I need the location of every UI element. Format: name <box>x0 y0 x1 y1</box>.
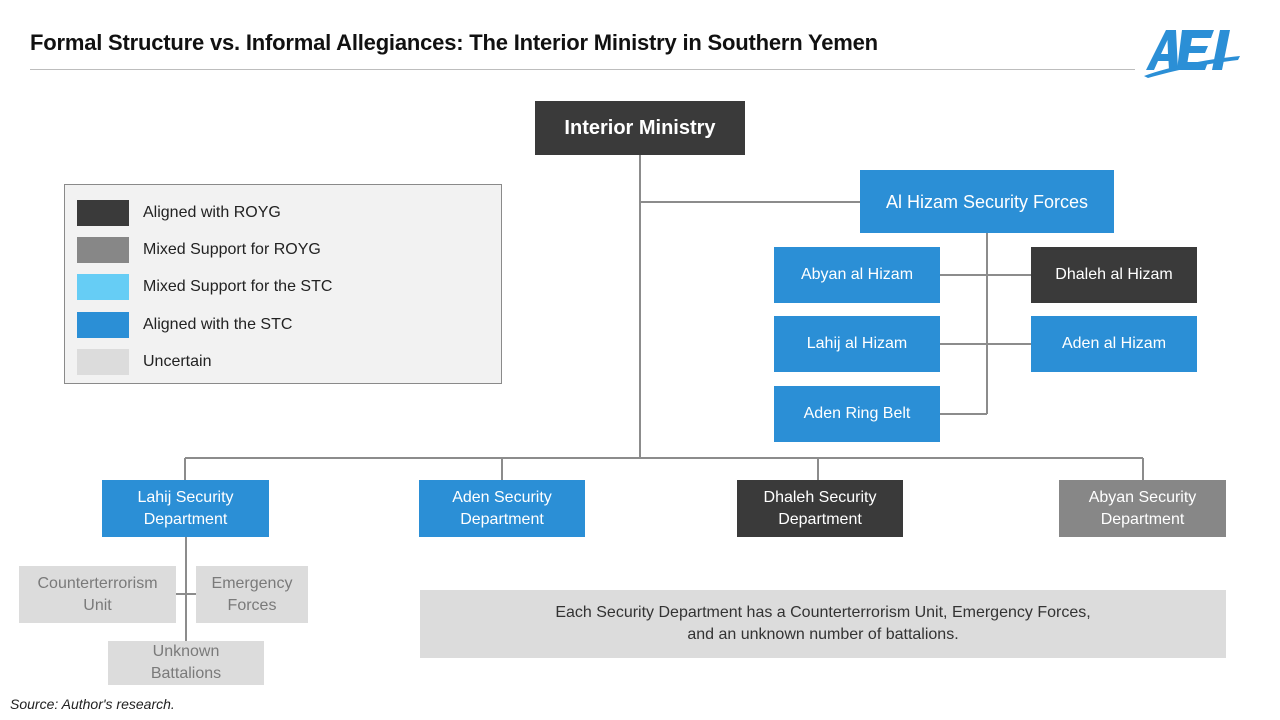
interior-ministry-node: Interior Ministry <box>535 101 745 155</box>
lahij-security-department-node: Lahij Security Department <box>102 480 269 537</box>
legend: Aligned with ROYG Mixed Support for ROYG… <box>64 184 502 384</box>
dhaleh-hizam-node: Dhaleh al Hizam <box>1031 247 1197 303</box>
aden-dept-line-2: Department <box>460 510 544 528</box>
abyan-dept-line-2: Department <box>1100 510 1185 528</box>
al-hizam-node: Al Hizam Security Forces <box>860 170 1114 233</box>
aei-logo <box>1142 26 1246 78</box>
aei-logo-mark <box>1144 30 1240 78</box>
abyan-dept-line-1: Abyan Security <box>1088 488 1197 506</box>
aden-hizam-node: Aden al Hizam <box>1031 316 1197 372</box>
lahij-dept-line-2: Department <box>143 510 228 528</box>
legend-item-mixed-stc: Mixed Support for the STC <box>77 274 332 300</box>
legend-swatch <box>77 237 129 263</box>
legend-label: Aligned with ROYG <box>143 204 281 221</box>
department-note: Each Security Department has a Counterte… <box>420 590 1226 658</box>
counterterrorism-unit-node: Counterterrorism Unit <box>19 566 176 623</box>
note-line-2: and an unknown number of battalions. <box>687 626 959 643</box>
aden-dept-line-1: Aden Security <box>452 488 552 506</box>
legend-item-mixed-royg: Mixed Support for ROYG <box>77 237 321 263</box>
legend-label: Mixed Support for the STC <box>143 278 333 295</box>
battalions-line-2: Battalions <box>150 665 222 682</box>
legend-swatch <box>77 349 129 375</box>
emergency-line-2: Forces <box>227 596 277 614</box>
legend-item-uncertain: Uncertain <box>77 349 211 375</box>
legend-swatch <box>77 312 129 338</box>
lahij-dept-line-1: Lahij Security <box>137 488 234 506</box>
ct-unit-line-1: Counterterrorism <box>37 574 158 592</box>
emergency-line-1: Emergency <box>211 574 293 592</box>
battalions-line-1: Unknown <box>152 643 220 660</box>
dhaleh-security-department-node: Dhaleh Security Department <box>737 480 903 537</box>
legend-label: Aligned with the STC <box>143 316 293 333</box>
note-line-1: Each Security Department has a Counterte… <box>555 604 1091 621</box>
lahij-hizam-node: Lahij al Hizam <box>774 316 940 372</box>
legend-item-aligned-royg: Aligned with ROYG <box>77 200 281 226</box>
emergency-forces-node: Emergency Forces <box>196 566 308 623</box>
ct-unit-line-2: Unit <box>83 596 112 614</box>
abyan-hizam-node: Abyan al Hizam <box>774 247 940 303</box>
legend-label: Uncertain <box>143 353 212 370</box>
aden-ring-belt-node: Aden Ring Belt <box>774 386 940 442</box>
legend-swatch <box>77 274 129 300</box>
unknown-battalions-node: Unknown Battalions <box>108 641 264 685</box>
title-divider <box>30 69 1135 70</box>
source-credit: Source: Author's research. <box>10 696 175 712</box>
chart-title: Formal Structure vs. Informal Allegiance… <box>30 30 878 55</box>
dhaleh-dept-line-1: Dhaleh Security <box>763 488 877 506</box>
aden-security-department-node: Aden Security Department <box>419 480 585 537</box>
legend-item-aligned-stc: Aligned with the STC <box>77 312 292 338</box>
legend-swatch <box>77 200 129 226</box>
dhaleh-dept-line-2: Department <box>778 510 862 528</box>
legend-label: Mixed Support for ROYG <box>143 241 321 258</box>
abyan-security-department-node: Abyan Security Department <box>1059 480 1226 537</box>
